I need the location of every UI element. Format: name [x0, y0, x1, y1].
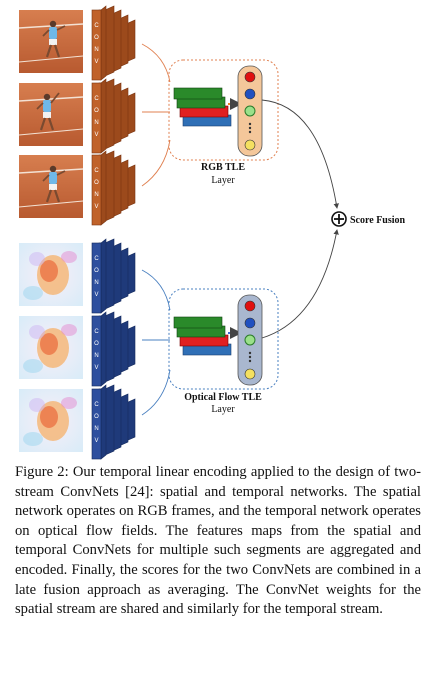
flow-to-fusion-arrow: [261, 229, 339, 339]
rgb-frame-1: [18, 10, 84, 73]
conv-label-letter: N: [94, 426, 98, 432]
rgb-feature-stack: [173, 87, 232, 127]
flow-score-vector: [237, 294, 263, 386]
rgb-to-fusion-arrow: [261, 99, 339, 209]
conv-label-letter: C: [94, 402, 99, 408]
rgb-tle-subtitle: Layer: [211, 175, 235, 186]
flow-aggregation-arrows: [141, 269, 171, 416]
rgb-score-vector: [237, 65, 263, 157]
conv-label-letter: V: [94, 292, 98, 298]
conv-label-letter: O: [94, 341, 99, 347]
figure-caption: Figure 2: Our temporal linear encoding a…: [15, 464, 421, 618]
conv-label-letter: C: [94, 96, 99, 102]
conv-label-letter: N: [94, 280, 98, 286]
conv-label-letter: O: [94, 35, 99, 41]
rgb-tle-title: RGB TLE: [201, 162, 245, 173]
rgb-tle-box: [168, 59, 279, 161]
conv-label-letter: V: [94, 365, 98, 371]
flow-feature-stack: [173, 316, 232, 356]
conv-label-letter: V: [94, 438, 98, 444]
conv-label-letter: N: [94, 192, 98, 198]
conv-label-letter: O: [94, 108, 99, 114]
conv-label-letter: O: [94, 414, 99, 420]
conv-label-letter: C: [94, 168, 99, 174]
conv-label-letter: O: [94, 268, 99, 274]
conv-label-letter: V: [94, 204, 98, 210]
rgb-frame-2: [18, 83, 84, 146]
flow-tle-box: [168, 288, 279, 390]
conv-label-letter: N: [94, 120, 98, 126]
conv-label-letter: C: [94, 23, 99, 29]
conv-label-letter: N: [94, 47, 98, 53]
conv-label-letter: V: [94, 59, 98, 65]
conv-label-letter: O: [94, 180, 99, 186]
conv-label-letter: N: [94, 353, 98, 359]
flow-tle-subtitle: Layer: [211, 404, 235, 415]
rgb-aggregation-arrows: [141, 43, 171, 187]
rgb-frame-3: [18, 155, 84, 218]
conv-label-letter: V: [94, 132, 98, 138]
flow-frame-1: [19, 243, 83, 306]
flow-frame-2: [19, 316, 83, 379]
conv-label-letter: C: [94, 256, 99, 262]
flow-frame-3: [19, 389, 83, 452]
score-fusion-label: Score Fusion: [350, 215, 406, 226]
flow-tle-title: Optical Flow TLE: [184, 392, 262, 403]
score-fusion-node: [331, 211, 347, 227]
conv-label-letter: C: [94, 329, 99, 335]
